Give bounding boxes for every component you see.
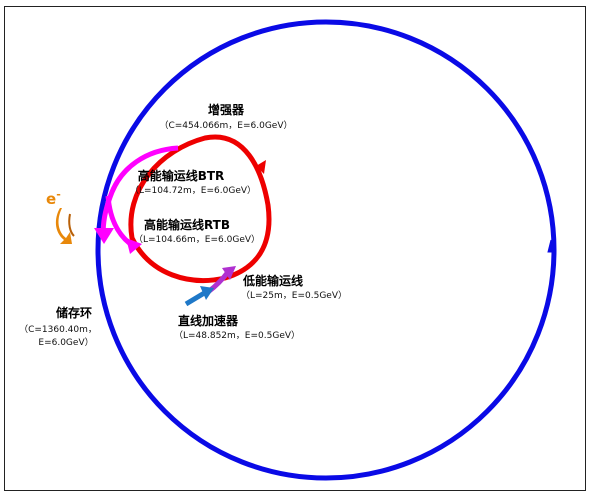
electron-source-icon — [55, 208, 75, 244]
storage-ring-params-line2: E=6.0GeV） — [38, 337, 93, 348]
linac-params: （L=48.852m，E=0.5GeV） — [174, 330, 300, 341]
low-energy-line-params: （L=25m，E=0.5GeV） — [241, 290, 347, 301]
btr-params: （L=104.72m，E=6.0GeV） — [130, 185, 256, 196]
rtb-params: （L=104.66m，E=6.0GeV） — [134, 234, 260, 245]
diagram-frame — [4, 6, 586, 491]
booster-params: （C=454.066m，E=6.0GeV） — [159, 120, 292, 131]
rtb-name: 高能输运线RTB — [144, 217, 230, 232]
storage-ring — [95, 19, 557, 481]
linac-arrowhead — [200, 286, 214, 300]
storage-ring-params-line1: （C=1360.40m， — [19, 324, 97, 335]
linac-arrow — [184, 289, 208, 307]
booster-ring — [128, 134, 272, 283]
transport-line-btr-arrowhead — [94, 228, 114, 244]
transport-line-btr — [100, 145, 179, 241]
booster-direction-arrow — [256, 160, 266, 174]
transport-line-rtb-arrowhead — [126, 238, 142, 254]
btr-name: 高能输运线BTR — [138, 168, 225, 183]
storage-ring-direction-arrow — [547, 239, 555, 253]
electron-label: e- — [46, 188, 61, 208]
low-energy-line-arrowhead — [222, 266, 236, 280]
booster-name: 增强器 — [208, 102, 245, 117]
storage-ring-name: 储存环 — [56, 305, 92, 320]
low-energy-line-name: 低能输运线 — [242, 273, 303, 288]
linac-name: 直线加速器 — [178, 313, 239, 328]
